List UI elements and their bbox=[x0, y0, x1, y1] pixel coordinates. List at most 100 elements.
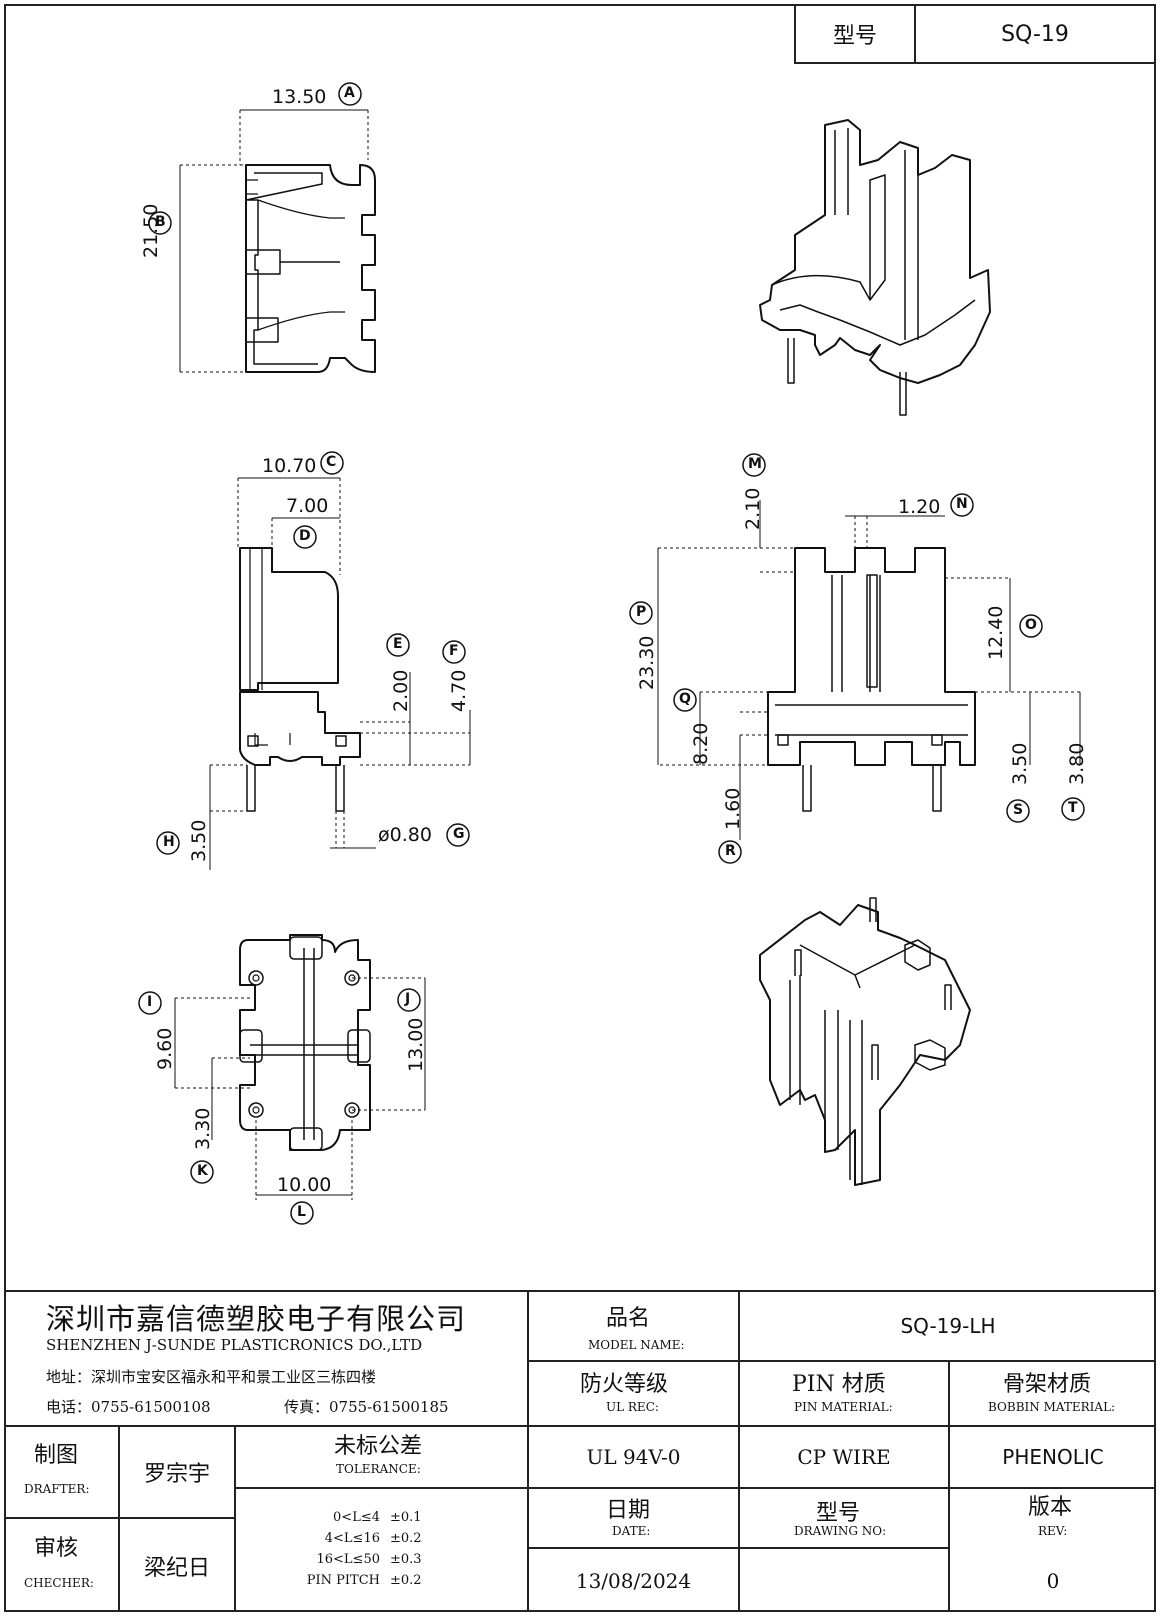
dim-k-marker: K bbox=[197, 1163, 208, 1179]
tolerance-row: 0<L≤4 ±0.1 bbox=[290, 1510, 460, 1525]
header-model-label: 型号 bbox=[832, 24, 877, 49]
dim-p-marker: P bbox=[636, 604, 647, 620]
dim-d-marker: D bbox=[299, 528, 311, 544]
top-view bbox=[245, 164, 376, 373]
dim-p-value: 23.30 bbox=[636, 635, 658, 690]
title-block-v1 bbox=[527, 1290, 529, 1612]
dim-o-value: 12.40 bbox=[985, 605, 1007, 660]
company-name-en: SHENZHEN J-SUNDE PLASTICRONICS DO.,LTD bbox=[46, 1336, 423, 1354]
title-block-top-line bbox=[4, 1290, 1156, 1292]
dim-r-value: 1.60 bbox=[722, 787, 744, 830]
dim-r-marker: R bbox=[725, 843, 736, 859]
drawing-no-label-cn: 型号 bbox=[816, 1501, 861, 1526]
front-view bbox=[767, 547, 976, 812]
dim-o-marker: O bbox=[1025, 617, 1037, 633]
dim-j-marker: J bbox=[405, 991, 411, 1007]
tolerance-value: ±0.1 bbox=[390, 1510, 422, 1525]
dim-q-marker: Q bbox=[679, 691, 691, 707]
tolerance-value: ±0.3 bbox=[390, 1552, 422, 1567]
title-block-v3 bbox=[948, 1360, 950, 1612]
ul-value: UL 94V-0 bbox=[586, 1445, 681, 1469]
title-block-v2 bbox=[738, 1290, 740, 1612]
ul-label-en: UL REC: bbox=[606, 1400, 659, 1414]
dim-d-value: 7.00 bbox=[286, 495, 329, 517]
title-block-h2 bbox=[527, 1425, 1156, 1427]
title-block-h6 bbox=[234, 1487, 527, 1489]
dim-l-marker: L bbox=[297, 1204, 306, 1220]
drawing-sheet bbox=[4, 4, 1156, 1612]
dim-a-marker: A bbox=[344, 85, 355, 101]
bobbin-material-value: PHENOLIC bbox=[1002, 1445, 1104, 1469]
title-block-v5 bbox=[234, 1425, 236, 1612]
dim-e-marker: E bbox=[393, 636, 403, 652]
rev-label-cn: 版本 bbox=[1028, 1495, 1073, 1520]
dim-i-marker: I bbox=[147, 994, 153, 1010]
dim-m-marker: M bbox=[748, 456, 762, 472]
header-divider bbox=[914, 4, 916, 62]
dim-k-value: 3.30 bbox=[192, 1107, 214, 1150]
dim-l-value: 10.00 bbox=[277, 1174, 332, 1196]
tolerance-row: 4<L≤16±0.2 bbox=[290, 1531, 460, 1546]
dim-t-marker: T bbox=[1068, 800, 1078, 816]
isometric-view-top bbox=[759, 119, 991, 416]
checker-label-en: CHECHER: bbox=[24, 1576, 94, 1590]
dim-q-value: 8.20 bbox=[690, 722, 712, 765]
front-view-dims bbox=[658, 516, 1080, 766]
tolerance-row: PIN PITCH ±0.2 bbox=[290, 1573, 460, 1588]
dim-i-value: 9.60 bbox=[154, 1027, 176, 1070]
bobbin-material-label-cn: 骨架材质 bbox=[1003, 1372, 1092, 1397]
dim-g-marker: G bbox=[453, 826, 465, 842]
tolerance-label-en: TOLERANCE: bbox=[336, 1462, 421, 1476]
tolerance-row: 16<L≤50±0.3 bbox=[290, 1552, 460, 1567]
top-view-dims bbox=[180, 110, 369, 373]
dim-s-value: 3.50 bbox=[1009, 742, 1031, 785]
tolerance-range: 0<L≤4 bbox=[333, 1510, 380, 1525]
pin-material-label-en: PIN MATERIAL: bbox=[794, 1400, 893, 1414]
header-model-value: SQ-19 bbox=[1001, 21, 1069, 47]
model-name-label-cn: 品名 bbox=[606, 1306, 651, 1331]
side-view bbox=[239, 547, 361, 812]
drafter-label-en: DRAFTER: bbox=[24, 1482, 90, 1496]
checker-value: 梁纪日 bbox=[143, 1555, 210, 1581]
dim-a-value: 13.50 bbox=[272, 86, 327, 108]
dim-s-marker: S bbox=[1013, 802, 1024, 818]
model-name-value: SQ-19-LH bbox=[900, 1314, 996, 1338]
dim-n-value: 1.20 bbox=[898, 496, 941, 518]
title-block-h4 bbox=[527, 1547, 948, 1549]
dim-c-value: 10.70 bbox=[262, 455, 317, 477]
title-block-h5 bbox=[4, 1517, 234, 1519]
dim-m-value: 2.10 bbox=[742, 487, 764, 530]
rev-value: 0 bbox=[1046, 1568, 1060, 1593]
bobbin-material-label-en: BOBBIN MATERIAL: bbox=[988, 1400, 1116, 1414]
company-fax: 传真：0755-61500185 bbox=[284, 1398, 449, 1416]
ul-label-cn: 防火等级 bbox=[580, 1372, 669, 1397]
pin-material-label-cn: PIN 材质 bbox=[792, 1372, 886, 1397]
bottom-view bbox=[239, 934, 371, 1151]
technical-drawing bbox=[138, 82, 1085, 1225]
dim-g-value: ø0.80 bbox=[378, 824, 432, 846]
dim-marker-circles bbox=[138, 82, 1085, 1225]
title-block-h1 bbox=[527, 1360, 1156, 1362]
isometric-view-bottom bbox=[759, 897, 971, 1186]
tolerance-label-cn: 未标公差 bbox=[334, 1434, 423, 1459]
tolerance-range: PIN PITCH bbox=[306, 1573, 380, 1588]
checker-label-cn: 审核 bbox=[34, 1536, 79, 1561]
rev-label-en: REV: bbox=[1038, 1524, 1068, 1538]
date-label-cn: 日期 bbox=[606, 1498, 651, 1523]
drafter-value: 罗宗宇 bbox=[143, 1462, 210, 1487]
drawing-no-label-en: DRAWING NO: bbox=[794, 1524, 887, 1538]
header-box bbox=[794, 4, 1156, 64]
side-view-dims bbox=[210, 478, 470, 848]
date-value: 13/08/2024 bbox=[575, 1568, 692, 1593]
dim-h-value: 3.50 bbox=[188, 819, 210, 862]
tolerance-value: ±0.2 bbox=[390, 1573, 422, 1588]
dim-j-value: 13.00 bbox=[405, 1017, 427, 1072]
dim-f-marker: F bbox=[449, 643, 459, 659]
title-block-left-divider bbox=[4, 1425, 529, 1427]
dim-f-value: 4.70 bbox=[448, 669, 470, 712]
company-name-cn: 深圳市嘉信德塑胶电子有限公司 bbox=[46, 1302, 467, 1336]
dim-b-marker: B bbox=[155, 214, 166, 230]
dim-h-marker: H bbox=[163, 834, 175, 850]
dim-c-marker: C bbox=[326, 454, 337, 470]
dim-n-marker: N bbox=[956, 496, 968, 512]
